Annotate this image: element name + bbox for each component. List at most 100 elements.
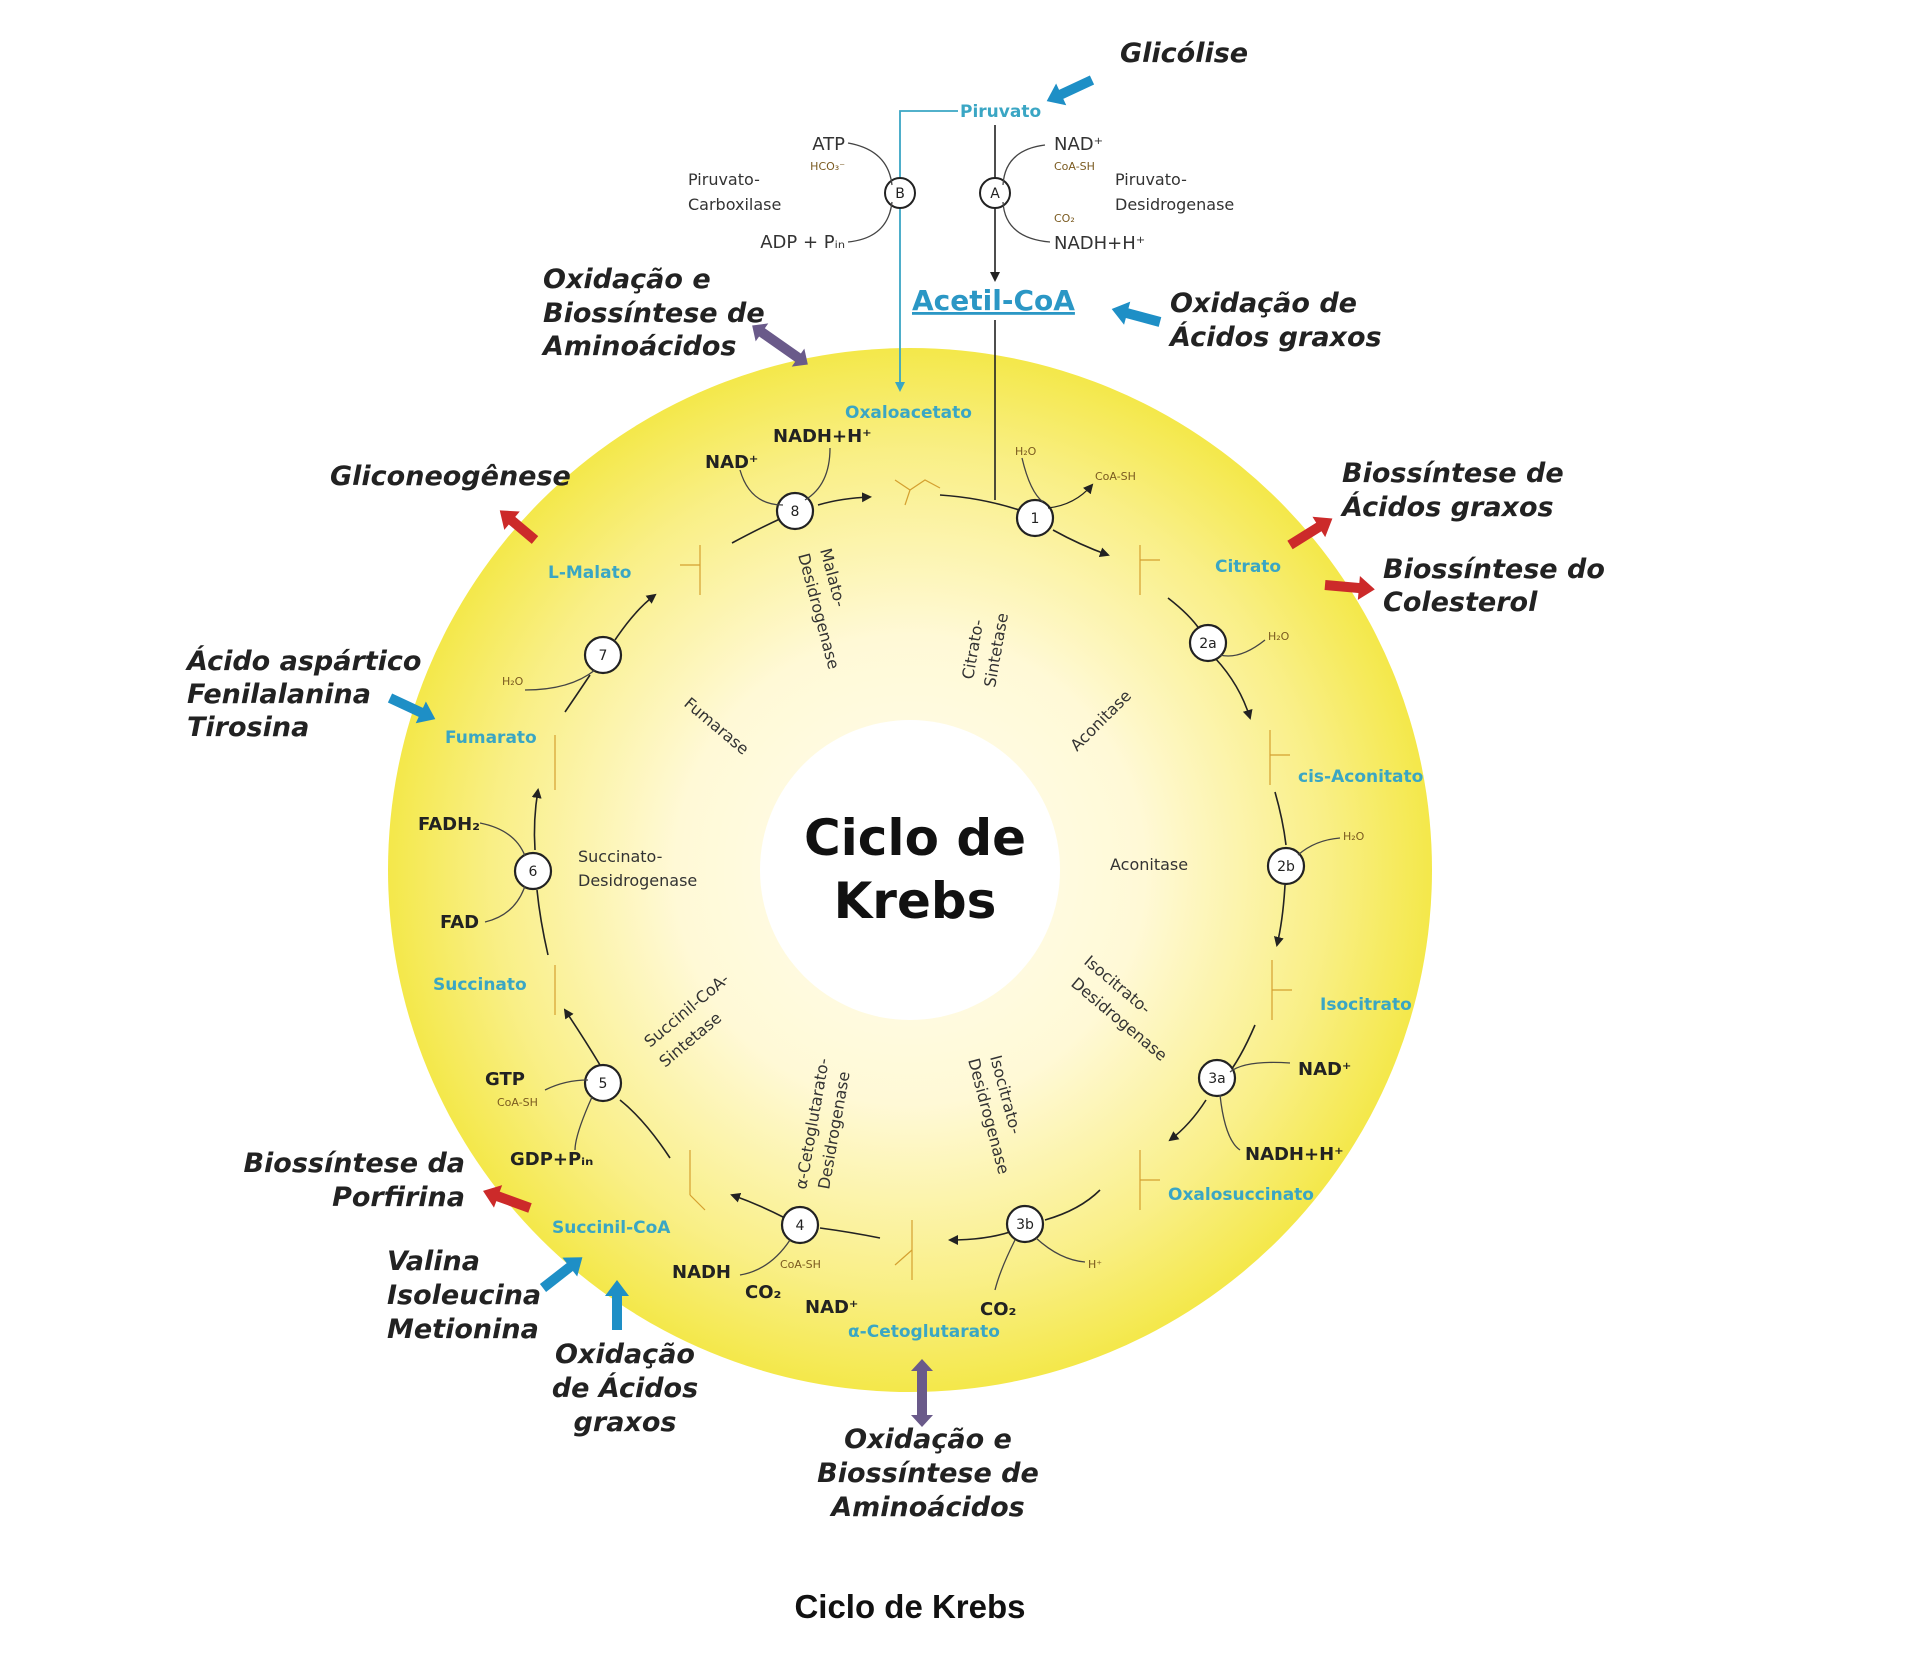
label-bio-ag-1: Biossíntese de [1342, 458, 1564, 489]
curve-s7 [524, 669, 596, 691]
metabolite-succinato: Succinato [433, 975, 527, 995]
cycle-arrow-2a-cis [1214, 657, 1253, 720]
label-oxid-ag-bottom-2: de Ácidos [552, 1372, 698, 1404]
curve-s8-b [804, 447, 831, 501]
cof-s3a-nadh: NADH+H⁺ [1245, 1144, 1344, 1165]
curve-s3a-out [1219, 1094, 1241, 1151]
step-a-coash: CoA-SH [1054, 160, 1095, 173]
svg-text:3b: 3b [1016, 1217, 1034, 1233]
cof-s5-gtp: GTP [485, 1069, 525, 1090]
cof-s2a-h2o: H₂O [1268, 630, 1290, 643]
svg-text:3a: 3a [1208, 1071, 1226, 1087]
cof-s1-h2o: H₂O [1015, 445, 1037, 458]
structure-succinil-coa [689, 1150, 706, 1211]
step-b-hco3: HCO₃⁻ [810, 160, 845, 173]
enzyme-pc-line1: Piruvato- [688, 170, 760, 189]
label-oxid-ag-bottom-1: Oxidação [555, 1339, 695, 1370]
label-glicolise: Glicólise [1120, 38, 1248, 69]
step-4: 4 [780, 1205, 820, 1245]
curve-s2b [1297, 837, 1341, 856]
arrow-glicolise [1046, 75, 1095, 106]
step-a-nadh: NADH+H⁺ [1054, 233, 1145, 254]
svg-text:7: 7 [599, 648, 608, 664]
arrow-oxid-ag-bottom [605, 1280, 629, 1330]
label-oxid-bio-top-1: Oxidação e [543, 264, 711, 295]
arrow-oxidacao-ag-top [1111, 301, 1162, 327]
cof-s5-gdp: GDP+Pᵢₙ [510, 1149, 593, 1170]
label-aspartico-3: Tirosina [187, 712, 309, 743]
arrow-gliconeogenese [499, 510, 539, 544]
step-a-nad: NAD⁺ [1054, 134, 1103, 155]
cof-s3a-nad: NAD⁺ [1298, 1059, 1351, 1080]
cof-s4-nadh: NADH [672, 1262, 731, 1283]
label-oxid-ag-bottom-3: graxos [574, 1407, 677, 1438]
enzyme-aconitase-2: Aconitase [1110, 855, 1188, 874]
label-porfirina-1: Biossíntese da [243, 1148, 465, 1179]
cycle-arrow-oxal-1 [939, 494, 1026, 513]
structure-l-malato [680, 545, 701, 595]
svg-text:1: 1 [1031, 511, 1040, 527]
label-aspartico-1: Ácido aspártico [185, 645, 421, 677]
structure-cis-aconitato [1269, 730, 1290, 785]
structure-citrato [1139, 545, 1160, 595]
cycle-arrow-ceto-4 [819, 1227, 881, 1239]
cof-s4-co2: CO₂ [745, 1282, 781, 1303]
cycle-arrow-6-fumarato [531, 788, 542, 851]
metabolite-piruvato: Piruvato [960, 102, 1041, 122]
cof-s7-h2o: H₂O [502, 675, 524, 688]
metabolite-l-malato: L-Malato [548, 563, 631, 583]
step-b-circle [884, 177, 916, 209]
step-b-curve-in [847, 142, 893, 186]
cycle-arrow-cis-2b [1274, 791, 1287, 846]
label-oxidacao-ag-top-2: Ácidos graxos [1168, 321, 1382, 353]
metabolite-cis-aconitato: cis-Aconitato [1298, 767, 1423, 787]
svg-text:5: 5 [599, 1076, 608, 1092]
cof-s8-nadh: NADH+H⁺ [773, 426, 872, 447]
label-valina-2: Isoleucina [387, 1280, 541, 1311]
cycle-arrow-oxs-3b [1044, 1189, 1101, 1221]
step-b-label: B [895, 186, 905, 202]
enzyme-pdh-line2: Desidrogenase [1115, 195, 1234, 214]
svg-text:8: 8 [791, 504, 800, 520]
cof-s5-coash: CoA-SH [497, 1096, 538, 1109]
metabolite-acetil-coa: Acetil-CoA [912, 284, 1075, 317]
cycle-arrow-2b-iso [1274, 884, 1286, 947]
step-1: 1 [1015, 498, 1055, 538]
cycle-arrow-3b-ceto [948, 1231, 1011, 1245]
metabolite-cetoglutarato: α-Cetoglutarato [848, 1322, 1000, 1342]
center-title-line1: Ciclo de [804, 809, 1026, 867]
step-3a: 3a [1197, 1058, 1237, 1098]
curve-s6 [479, 822, 526, 857]
cof-s2b-h2o: H₂O [1343, 830, 1365, 843]
label-porfirina-2: Porfirina [332, 1182, 465, 1213]
label-oxid-bio-top-3: Aminoácidos [541, 331, 736, 362]
label-gliconeogenese: Gliconeogênese [330, 461, 571, 492]
arrow-bio-ag [1287, 516, 1333, 550]
structure-oxalosuccinato [1139, 1150, 1160, 1210]
label-bio-col-2: Colesterol [1383, 587, 1538, 618]
center-title-line2: Krebs [834, 872, 997, 930]
curve-s2a [1219, 639, 1266, 657]
step-a-curve-in [1002, 144, 1046, 186]
cycle-arrow-5-succinato [563, 1008, 601, 1066]
label-bio-col-1: Biossíntese do [1383, 554, 1605, 585]
step-2a: 2a [1188, 623, 1228, 663]
curve-s4 [739, 1239, 791, 1276]
curve-s5-b [574, 1096, 593, 1151]
curve-s3a-in [1229, 1061, 1291, 1073]
arrow-oxid-bio-top [752, 323, 808, 367]
cof-s6-fad: FAD [440, 912, 479, 933]
curve-s1 [1021, 457, 1044, 503]
label-aspartico-2: Fenilalanina [187, 679, 371, 710]
label-oxid-bio-bottom-1: Oxidação e [844, 1424, 1012, 1455]
step-a-curve-out [1002, 201, 1051, 243]
curve-s8 [739, 469, 784, 506]
step-a-label: A [990, 186, 1000, 202]
cof-s1-coash: CoA-SH [1095, 470, 1136, 483]
figure-caption: Ciclo de Krebs [794, 1588, 1026, 1625]
cof-s4-coash: CoA-SH [780, 1258, 821, 1271]
step-8: 8 [775, 491, 815, 531]
structure-oxaloacetato [894, 479, 941, 506]
step-a-co2: CO₂ [1054, 212, 1075, 225]
